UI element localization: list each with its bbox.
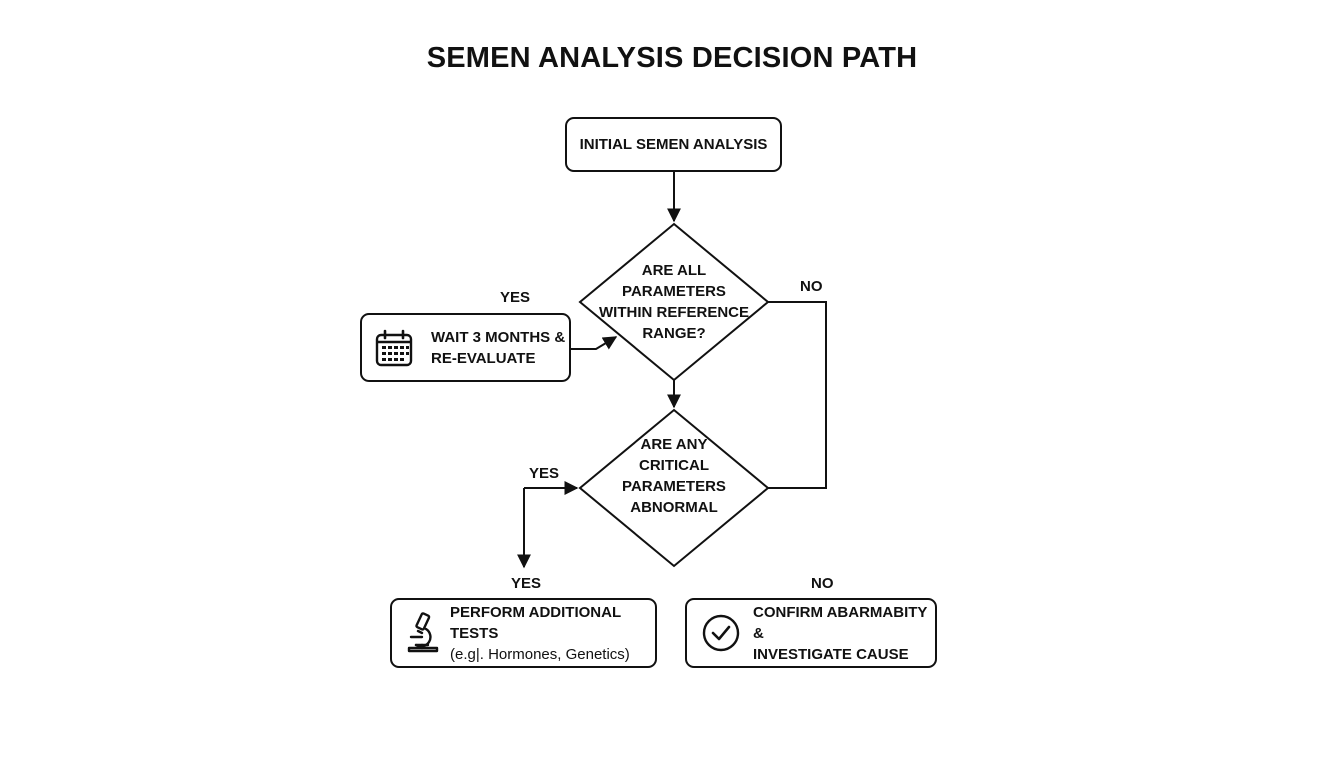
confirm-node-line-1: CONFIRM ABARMABITY & (753, 603, 928, 642)
edge-reference-no-loop (768, 301, 827, 489)
decision-critical-line-4: ABNORMAL (630, 499, 718, 516)
decision-critical-line-1: ARE ANY (640, 436, 708, 453)
start-node-label: INITIAL SEMEN ANALYSIS (579, 136, 768, 153)
decision-reference-line-4: RANGE? (642, 325, 706, 342)
edge-wait-to-reference (571, 336, 618, 350)
edge-label-yes-critical: YES (529, 465, 560, 482)
additional-tests-line-2: (e.g|. Hormones, Genetics) (450, 645, 630, 663)
decision-reference-line-2: PARAMETERS (622, 283, 726, 300)
decision-reference-text: ARE ALL PARAMETERS WITHIN REFERENCE RANG… (594, 260, 754, 344)
wait-node-line-1: WAIT 3 MONTHS & (431, 328, 566, 346)
additional-tests-node: PERFORM ADDITIONAL TESTS (e.g|. Hormones… (390, 598, 657, 668)
wait-node: WAIT 3 MONTHS & RE-EVALUATE (360, 313, 571, 382)
decision-reference-line-3: WITHIN REFERENCE (599, 304, 749, 321)
edge-label-yes-wait: YES (500, 289, 531, 306)
confirm-node-line-2: INVESTIGATE CAUSE (753, 645, 909, 663)
check-circle-icon (701, 613, 741, 653)
additional-tests-text: PERFORM ADDITIONAL TESTS (e.g|. Hormones… (450, 602, 655, 665)
start-node: INITIAL SEMEN ANALYSIS (565, 117, 782, 172)
microscope-icon (406, 611, 440, 655)
calendar-icon (375, 329, 413, 367)
edge-label-no-reference: NO (800, 278, 823, 295)
edge-label-yes-tests: YES (511, 575, 542, 592)
wait-node-line-2: RE-EVALUATE (431, 349, 536, 367)
edge-label-no-confirm: NO (811, 575, 834, 592)
additional-tests-line-1: PERFORM ADDITIONAL TESTS (450, 603, 621, 642)
wait-node-text: WAIT 3 MONTHS & RE-EVALUATE (431, 327, 565, 369)
decision-critical-line-3: PARAMETERS (622, 478, 726, 495)
confirm-node-text: CONFIRM ABARMABITY & INVESTIGATE CAUSE (753, 602, 935, 665)
decision-reference-line-1: ARE ALL (641, 262, 707, 279)
diagram-title: SEMEN ANALYSIS DECISION PATH (426, 42, 918, 74)
decision-critical-diamond (578, 408, 770, 568)
decision-critical-text: ARE ANY CRITICAL PARAMETERS ABNORMAL (604, 434, 744, 518)
confirm-node: CONFIRM ABARMABITY & INVESTIGATE CAUSE (685, 598, 937, 668)
decision-critical-line-2: CRITICAL (639, 457, 709, 474)
